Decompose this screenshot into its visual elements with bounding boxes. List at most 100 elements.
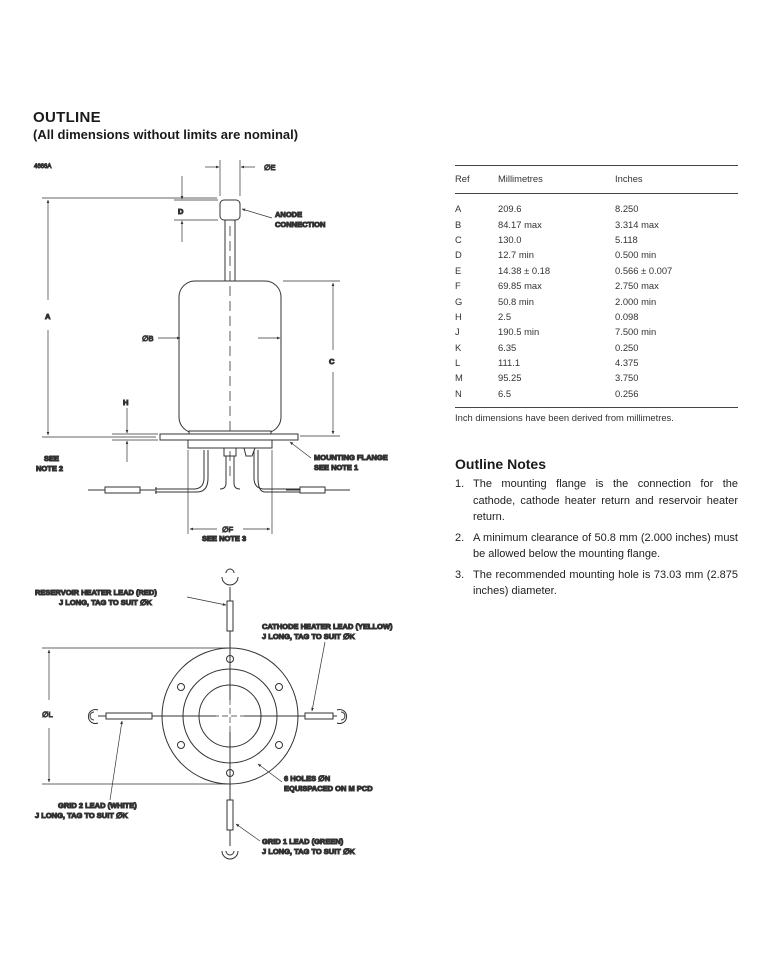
label-res-2: J LONG, TAG TO SUIT ∅K	[59, 598, 153, 607]
cell-ref: A	[455, 203, 462, 215]
cell-mm: 209.6	[498, 203, 522, 215]
cell-inches: 5.118	[615, 233, 638, 245]
list-item: 1. The mounting flange is the connection …	[455, 476, 738, 526]
cell-inches: 0.250	[615, 341, 639, 353]
table-row: K 6.35 0.250	[455, 340, 738, 355]
cell-mm: 111.1	[498, 357, 521, 369]
bottom-view: ∅L RESERVOIR HEATER LEAD (RED) J LONG, T…	[35, 568, 394, 860]
cell-mm: 12.7 min	[498, 249, 534, 261]
cell-mm: 6.35	[498, 341, 517, 353]
label-see-2: NOTE 2	[36, 464, 63, 473]
cell-ref: B	[455, 218, 462, 230]
cell-mm: 95.25	[498, 372, 522, 384]
table-row: E 14.38 ± 0.18 0.566 ± 0.007	[455, 263, 738, 278]
cell-inches: 0.566 ± 0.007	[615, 264, 673, 276]
label-res-1: RESERVOIR HEATER LEAD (RED)	[35, 588, 157, 597]
label-see-1: SEE	[44, 454, 59, 463]
notes-list: 1. The mounting flange is the connection …	[455, 476, 738, 604]
label-dia-e: ∅E	[264, 163, 276, 172]
page-subtitle: (All dimensions without limits are nomin…	[33, 127, 299, 142]
cell-inches: 4.375	[615, 357, 639, 369]
cell-ref: D	[455, 249, 462, 261]
label-flange-2: SEE NOTE 1	[314, 463, 358, 472]
cell-inches: 7.500 min	[615, 326, 657, 338]
cell-mm: 190.5 min	[498, 326, 540, 338]
label-d: D	[178, 207, 184, 216]
label-flange-1: MOUNTING FLANGE	[314, 453, 388, 462]
note-text: The mounting flange is the connection fo…	[473, 478, 738, 523]
label-see-note3: SEE NOTE 3	[202, 534, 246, 543]
label-a: A	[45, 312, 51, 321]
note-number: 2.	[455, 531, 465, 544]
cell-ref: L	[455, 357, 461, 369]
label-c: C	[329, 357, 335, 366]
cell-ref: J	[455, 326, 460, 338]
cell-ref: G	[455, 295, 463, 307]
label-dia-b: ∅B	[142, 334, 154, 343]
list-item: 2. A minimum clearance of 50.8 mm (2.000 …	[455, 530, 738, 563]
cell-inches: 0.098	[615, 310, 639, 322]
table-row: M 95.25 3.750	[455, 370, 738, 385]
cell-inches: 0.500 min	[615, 249, 657, 261]
label-g2-1: GRID 2 LEAD (WHITE)	[58, 801, 137, 810]
label-cath-2: J LONG, TAG TO SUIT ∅K	[262, 632, 356, 641]
col-header-inches: Inches	[615, 165, 738, 194]
side-view: ∅E D ANODE CONNECTION A ∅B C H	[36, 160, 388, 544]
cell-inches: 8.250	[615, 203, 639, 215]
label-g2-2: J LONG, TAG TO SUIT ∅K	[35, 811, 129, 820]
cell-mm: 6.5	[498, 385, 615, 409]
col-header-ref: Ref	[455, 165, 498, 194]
cell-ref: K	[455, 341, 462, 353]
list-item: 3. The recommended mounting hole is 73.03…	[455, 567, 738, 600]
cell-inches: 3.750	[615, 372, 639, 384]
cell-ref: M	[455, 372, 463, 384]
cell-inches: 3.314 max	[615, 218, 659, 230]
table-header-row: Ref Millimetres Inches	[455, 165, 738, 194]
cell-mm: 14.38 ± 0.18	[498, 264, 551, 276]
drawing-number: 4666A	[34, 164, 51, 170]
table-row: D 12.7 min 0.500 min	[455, 247, 738, 262]
note-text: The recommended mounting hole is 73.03 m…	[473, 568, 738, 598]
label-anode-1: ANODE	[275, 210, 302, 219]
label-holes-2: EQUISPACED ON M PCD	[284, 784, 373, 793]
table-row: G 50.8 min 2.000 min	[455, 293, 738, 308]
cell-inches: 2.000 min	[615, 295, 657, 307]
cell-ref: H	[455, 310, 462, 322]
anode-cap	[219, 199, 241, 221]
label-cath-1: CATHODE HEATER LEAD (YELLOW)	[262, 622, 393, 631]
label-dia-l: ∅L	[42, 710, 53, 719]
notes-heading: Outline Notes	[455, 456, 547, 472]
label-holes-1: 6 HOLES ∅N	[284, 774, 330, 783]
table-row: A 209.6 8.250	[455, 194, 738, 217]
cell-ref: N	[455, 385, 498, 409]
mounting-flange	[159, 433, 299, 441]
table-footnote: Inch dimensions have been derived from m…	[455, 412, 674, 423]
cell-mm: 130.0	[498, 233, 522, 245]
label-g1-1: GRID 1 LEAD (GREEN)	[262, 837, 344, 846]
note-text: A minimum clearance of 50.8 mm (2.000 in…	[473, 531, 738, 561]
col-header-mm: Millimetres	[498, 165, 615, 194]
table-row: J 190.5 min 7.500 min	[455, 324, 738, 339]
table-row: L 111.1 4.375	[455, 355, 738, 370]
table-row: B 84.17 max 3.314 max	[455, 216, 738, 231]
cell-mm: 69.85 max	[498, 280, 542, 292]
label-anode-2: CONNECTION	[275, 220, 325, 229]
cell-inches: 2.750 max	[615, 280, 659, 292]
table-row: C 130.0 5.118	[455, 232, 738, 247]
cell-inches: 0.256	[615, 385, 738, 409]
cell-ref: E	[455, 264, 462, 276]
cell-ref: F	[455, 280, 461, 292]
note-number: 3.	[455, 568, 465, 581]
label-dia-f: ∅F	[222, 525, 234, 534]
cell-ref: C	[455, 233, 462, 245]
label-h: H	[123, 398, 128, 407]
note-number: 1.	[455, 478, 465, 490]
table-row: F 69.85 max 2.750 max	[455, 278, 738, 293]
cell-mm: 84.17 max	[498, 218, 542, 230]
cell-mm: 50.8 min	[498, 295, 534, 307]
page-title: OUTLINE	[33, 109, 101, 126]
